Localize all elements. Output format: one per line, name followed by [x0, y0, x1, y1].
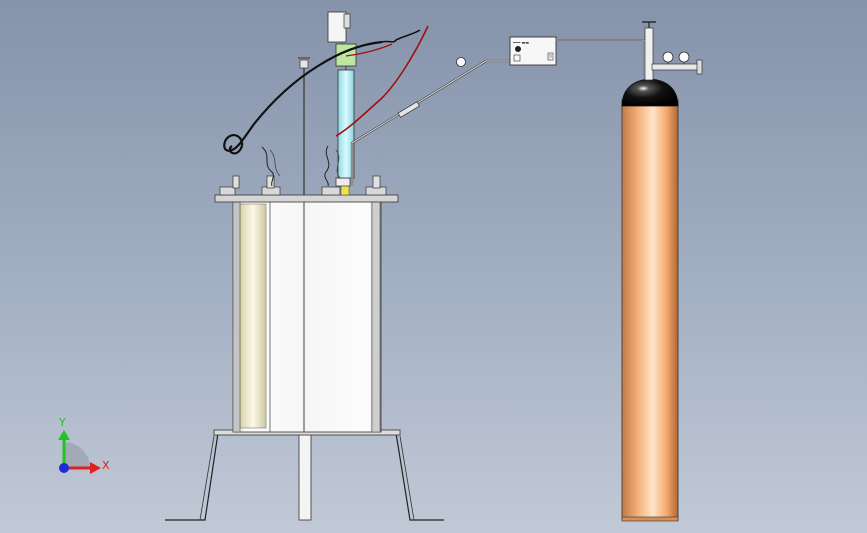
regulator-outlet-knob[interactable]: [696, 59, 703, 75]
bolt: [321, 186, 341, 196]
regulator-gauge-left: [662, 51, 674, 63]
thermocouple-lead-right: [324, 145, 330, 187]
bolt: [365, 175, 387, 196]
reactor-vessel[interactable]: [214, 194, 399, 433]
thermocouple-lead-left: [261, 146, 274, 187]
black-cable: [223, 40, 383, 155]
triad-y-label: Y: [58, 416, 66, 429]
inline-filter: [397, 101, 420, 118]
flow-controller[interactable]: ═══ ▬▬: [509, 36, 557, 66]
triad-x-label: X: [102, 459, 110, 472]
controller-brand-label: ═══ ▬▬: [512, 40, 529, 45]
gas-cylinder[interactable]: [621, 78, 679, 522]
thermocouple-probe: [298, 57, 310, 195]
pressure-gauge: [456, 57, 466, 67]
gas-line-pipe: [350, 59, 511, 186]
triad-x-arrow: [90, 462, 101, 474]
bolt: [219, 175, 240, 196]
stand-left-leg: [165, 432, 219, 521]
black-cable-tail: [381, 29, 421, 43]
stand-center-post: [298, 432, 312, 521]
triad-shadow: [64, 442, 90, 468]
controller-port-right: [547, 52, 554, 61]
regulator-body: [651, 63, 699, 71]
reactor-heating-band: [239, 203, 267, 429]
column-top-tab: [343, 13, 351, 29]
cylinder-base-ring: [621, 516, 679, 522]
cylinder-body: [621, 99, 679, 521]
reactor-left-rib: [232, 199, 241, 433]
red-wire: [335, 25, 429, 137]
condenser-column[interactable]: [327, 11, 357, 179]
supply-line: [556, 39, 645, 75]
reactor-right-rib: [371, 199, 381, 433]
wiring: [223, 25, 429, 187]
column-top-mount: [327, 11, 347, 43]
triad-z-axis: [59, 463, 69, 473]
cylinder-cap: [621, 78, 679, 107]
cylinder-regulator[interactable]: [642, 21, 703, 81]
gas-line: [350, 57, 511, 186]
regulator-gauge-right: [678, 51, 690, 63]
stand-right-leg: [395, 432, 444, 521]
flange-bolts: [219, 175, 387, 196]
thermocouple-lead-right-2: [335, 149, 341, 179]
controller-knob[interactable]: [515, 46, 521, 52]
regulator-stem: [644, 27, 654, 81]
triad-y-arrow: [58, 430, 70, 440]
thermocouple-lead-left-2: [269, 149, 281, 177]
bolt: [261, 175, 281, 196]
controller-port-left: [513, 54, 521, 62]
top-port: [335, 177, 351, 187]
reactor-top-flange: [214, 194, 399, 203]
reactor-stand: [165, 429, 444, 521]
stand-left-leg-inner: [199, 435, 215, 521]
view-triad[interactable]: Y X: [58, 416, 110, 474]
stand-right-leg-inner: [399, 435, 415, 521]
red-wire-upper: [345, 43, 393, 57]
